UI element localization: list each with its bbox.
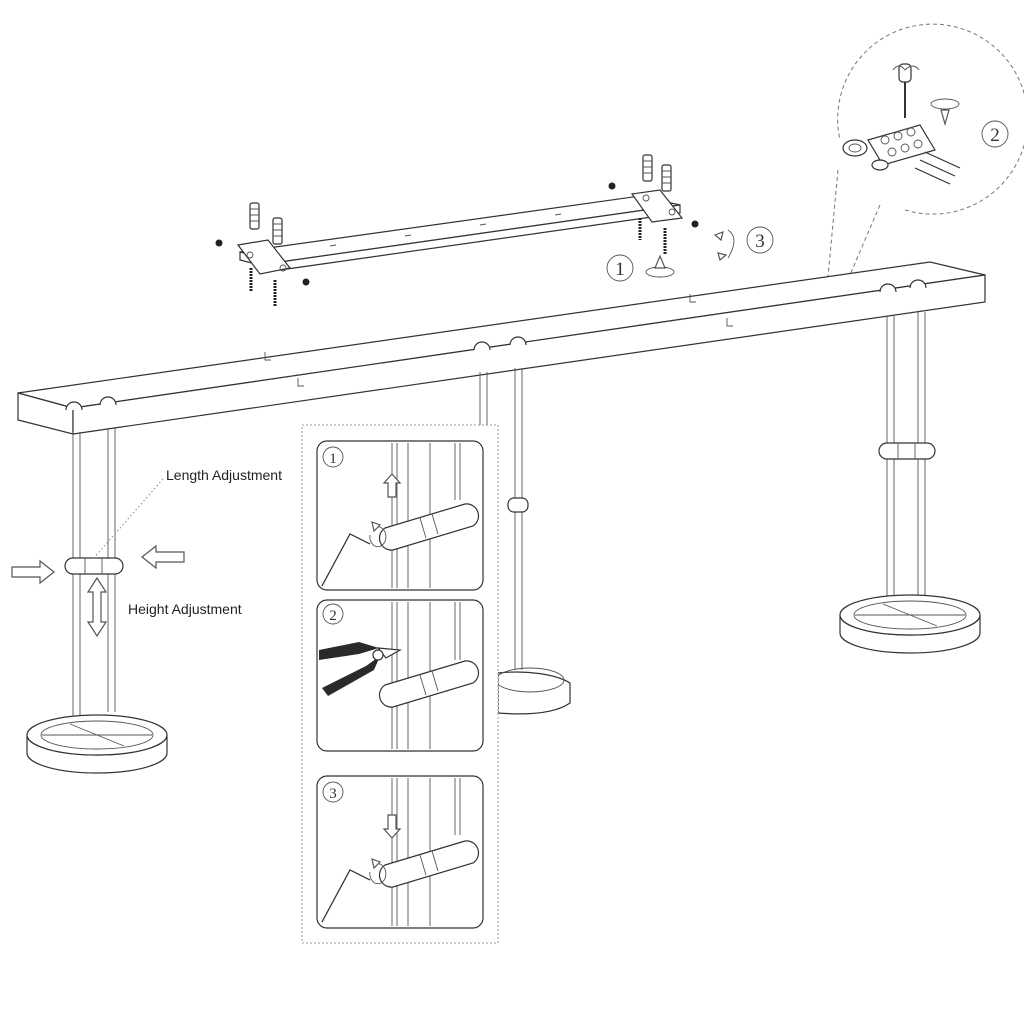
- cable-clamp-icon: [842, 139, 889, 171]
- screwdriver-icon: [892, 63, 920, 118]
- cable-adjuster: [878, 442, 936, 460]
- wall-plug-icon: [249, 154, 672, 245]
- arrow-down-icon: [382, 814, 402, 839]
- svg-text:3: 3: [755, 231, 765, 252]
- arrow-vertical-icon: [86, 576, 108, 638]
- rotate-arrow-icon: [713, 229, 735, 262]
- cable-adjuster: [507, 497, 529, 513]
- svg-text:1: 1: [329, 451, 337, 467]
- bracket-step-1-marker: 1: [606, 254, 634, 282]
- instruction-step-3: 3: [316, 775, 484, 929]
- cable-adjuster: [378, 660, 480, 708]
- rotate-arrow-icon: [930, 98, 960, 127]
- rotate-arrow-icon: [645, 254, 675, 278]
- arrow-right-icon: [11, 559, 55, 585]
- svg-text:3: 3: [329, 786, 337, 802]
- allen-key-icon: [321, 869, 371, 923]
- arrow-left-icon: [141, 544, 185, 570]
- rotate-arrow-icon: [369, 858, 387, 885]
- canopy-bar: [17, 261, 986, 435]
- instruction-step-1: 1: [316, 440, 484, 591]
- cable-adjuster: [64, 557, 124, 575]
- pliers-icon: [319, 642, 402, 696]
- mounting-bracket: [236, 189, 684, 275]
- height-adjustment-label: Height Adjustment: [128, 601, 242, 617]
- cable-adjuster: [378, 503, 480, 551]
- length-adjustment-label: Length Adjustment: [166, 467, 282, 483]
- wiring-step-2-marker: 2: [981, 120, 1009, 148]
- terminal-block-icon: [867, 124, 936, 166]
- svg-text:2: 2: [329, 608, 337, 624]
- allen-key-icon: [321, 533, 371, 587]
- rotate-arrow-icon: [369, 521, 387, 548]
- ring-lamp-left: [26, 714, 168, 774]
- svg-text:2: 2: [990, 125, 1000, 146]
- cable-adjuster: [378, 840, 480, 888]
- screw-icon: [215, 182, 699, 306]
- arrow-up-icon: [382, 473, 402, 498]
- instruction-panel: 1: [301, 424, 499, 944]
- wiring-detail: [825, 23, 1024, 299]
- ring-lamp-middle: [495, 667, 571, 715]
- instruction-step-2: 2: [316, 599, 484, 752]
- svg-text:1: 1: [615, 259, 625, 280]
- bracket-step-3-marker: 3: [746, 226, 774, 254]
- ring-lamp-right: [839, 594, 981, 654]
